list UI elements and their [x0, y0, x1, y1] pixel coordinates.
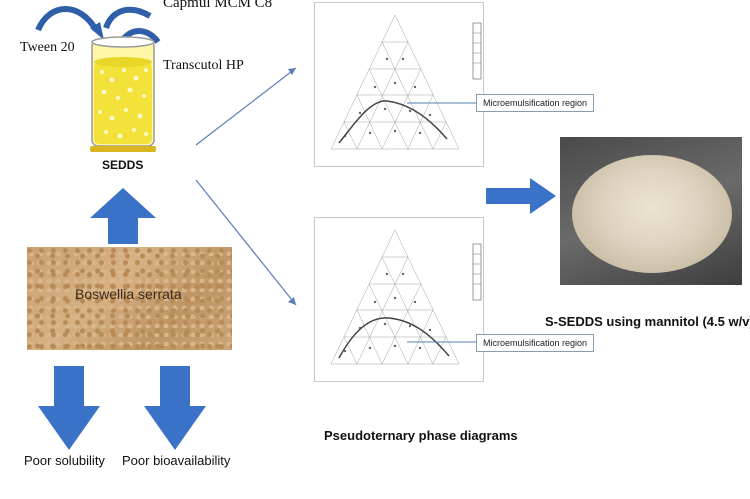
callout-line-bottom — [407, 341, 477, 343]
down-arrow-icon — [38, 366, 100, 450]
phase-diagram-bottom — [314, 217, 484, 382]
connector-arrow — [195, 67, 297, 146]
boswellia-label: Boswellia serrata — [75, 286, 182, 302]
transcutol-label: Transcutol HP — [163, 58, 244, 73]
sedds-label: SEDDS — [102, 158, 144, 172]
powder-photo — [560, 137, 742, 285]
powder-pile — [572, 155, 732, 273]
down-arrow-icon — [144, 366, 206, 450]
liquid — [94, 62, 152, 144]
poor-solubility-label: Poor solubility — [24, 453, 105, 468]
tween-label: Tween 20 — [20, 40, 75, 55]
arrow-head-icon — [288, 297, 296, 305]
arrow-head-icon — [288, 68, 296, 75]
right-arrow-icon — [486, 178, 556, 214]
connector-arrow — [195, 179, 297, 306]
phase-diagram-top — [314, 2, 484, 167]
product-caption: S-SEDDS using mannitol (4.5 w/v) — [545, 314, 750, 329]
boswellia-photo: Boswellia serrata — [27, 247, 232, 350]
arrow-head-icon — [90, 22, 104, 40]
callout-line-top — [407, 102, 477, 104]
microemulsification-callout-bottom: Microemulsification region — [476, 334, 595, 352]
ternary-plot-bottom — [330, 229, 482, 365]
sedds-beaker-illustration — [35, 6, 161, 152]
phase-diagrams-caption: Pseudoternary phase diagrams — [324, 428, 518, 443]
curved-arrow-icon — [103, 6, 152, 30]
ternary-plot-top — [330, 14, 482, 150]
poor-bioavailability-label: Poor bioavailability — [122, 453, 231, 468]
up-arrow-icon — [90, 188, 156, 244]
microemulsification-callout-top: Microemulsification region — [476, 94, 595, 112]
curved-arrow-icon — [35, 6, 99, 32]
capmul-label: Capmul MCM C8 — [163, 0, 273, 11]
